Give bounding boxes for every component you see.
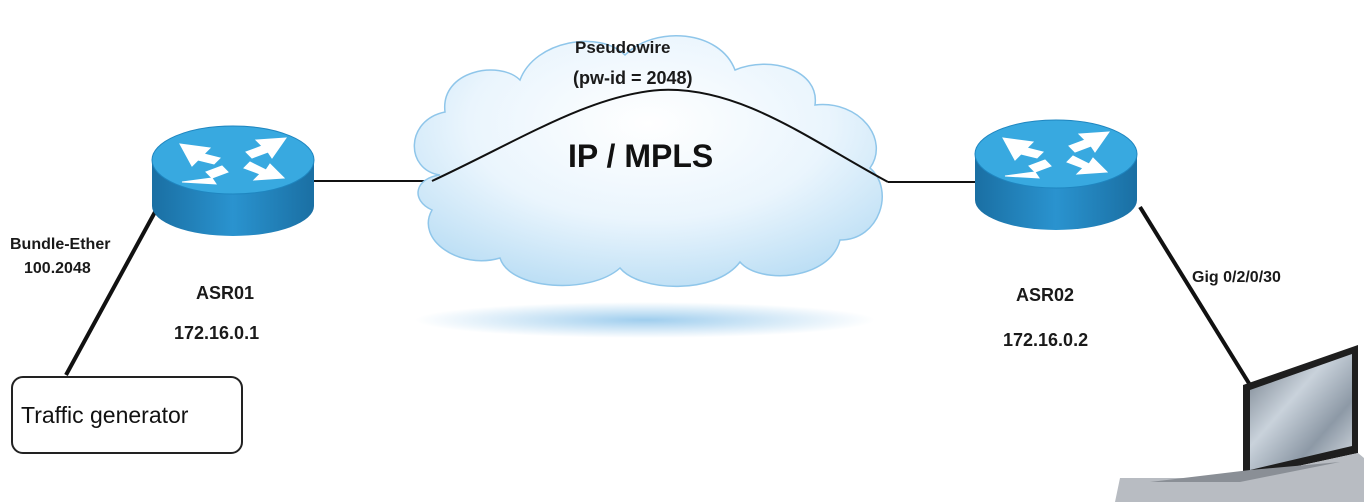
router-icon: [974, 119, 1138, 230]
laptop-icon: [1115, 345, 1364, 502]
traffic-generator-label: Traffic generator: [21, 402, 189, 428]
router-ip-asr02: 172.16.0.2: [1003, 330, 1089, 350]
links: [64, 180, 1252, 387]
interface-label-left-line2: 100.2048: [24, 260, 91, 277]
cloud-shadow: [415, 302, 875, 338]
cloud-title: IP / MPLS: [568, 138, 714, 174]
pw-id-label: (pw-id = 2048): [573, 68, 693, 88]
traffic-generator-box: [11, 376, 243, 454]
router-icon: [151, 125, 315, 236]
link-asr01-traffic-generator: [64, 211, 157, 376]
pseudowire-label: Pseudowire: [575, 38, 671, 57]
interface-label-right: Gig 0/2/0/30: [1192, 269, 1281, 286]
cloud-icon: [413, 35, 883, 288]
router-name-asr01: ASR01: [196, 283, 255, 303]
pseudowire-line: [431, 88, 889, 183]
router-ip-asr01: 172.16.0.1: [174, 323, 260, 343]
router-name-asr02: ASR02: [1016, 285, 1075, 305]
interface-label-left-line1: Bundle-Ether: [10, 236, 111, 253]
link-asr02-laptop: [1138, 205, 1252, 387]
